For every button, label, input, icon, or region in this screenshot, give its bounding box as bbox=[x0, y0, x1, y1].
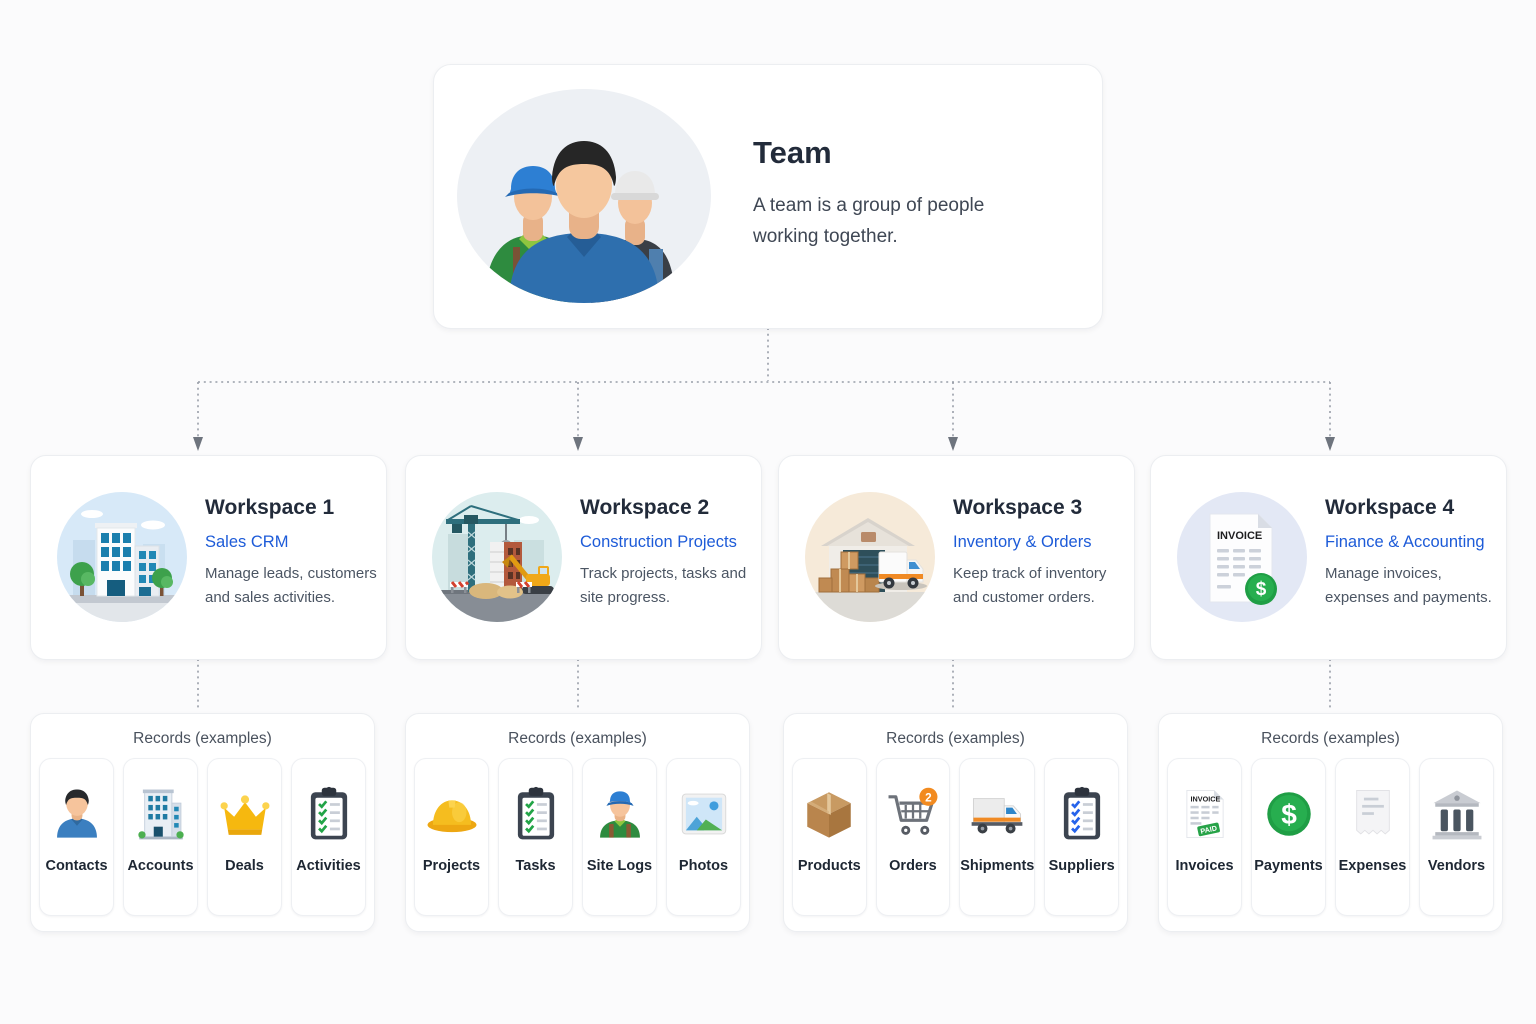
record-tile-projects: Projects bbox=[414, 758, 489, 916]
workspace-4-card: INVOICE $ Workspace 4 Finance & Accounti… bbox=[1150, 455, 1507, 660]
hard-hat-icon bbox=[427, 800, 476, 833]
records-header: Records (examples) bbox=[886, 730, 1025, 747]
workspace-description: Keep track of inventory and customer ord… bbox=[953, 565, 1107, 607]
invoice-dollar-illustration: INVOICE $ bbox=[1177, 492, 1307, 622]
clipboard-checklist-icon bbox=[310, 786, 347, 840]
record-tile-expenses: Expenses bbox=[1335, 758, 1410, 916]
bank-icon bbox=[1432, 790, 1481, 840]
team-card: Team A team is a group of people working… bbox=[433, 64, 1103, 329]
record-tile-photos: Photos bbox=[666, 758, 741, 916]
dollar-glyph: $ bbox=[1281, 799, 1297, 830]
record-label: Photos bbox=[678, 858, 729, 874]
workspace-3-card: Workspace 3 Inventory & Orders Keep trac… bbox=[778, 455, 1135, 660]
box-icon bbox=[807, 792, 852, 838]
delivery-truck-icon bbox=[971, 798, 1023, 834]
workspace-description: Manage leads, customers and sales activi… bbox=[205, 565, 377, 607]
record-tile-contacts: Contacts bbox=[39, 758, 114, 916]
invoice-label: INVOICE bbox=[1217, 530, 1262, 542]
record-tile-deals: Deals bbox=[207, 758, 282, 916]
records-header: Records (examples) bbox=[508, 730, 647, 747]
invoice-paid-icon: INVOICE PAID bbox=[1185, 789, 1224, 839]
workspace-description: Track projects, tasks and site progress. bbox=[580, 565, 747, 607]
workspace-1-card: Workspace 1 Sales CRM Manage leads, cust… bbox=[30, 455, 387, 660]
clipboard-checklist-icon bbox=[517, 786, 554, 840]
crown-icon bbox=[220, 795, 269, 835]
record-label: Products bbox=[797, 858, 861, 874]
record-label: Expenses bbox=[1338, 858, 1407, 874]
record-label: Orders bbox=[889, 858, 937, 874]
office-building-illustration bbox=[57, 492, 187, 622]
record-tile-accounts: Accounts bbox=[123, 758, 198, 916]
workspace-subtitle: Inventory & Orders bbox=[953, 533, 1092, 551]
record-label: Contacts bbox=[45, 858, 108, 874]
record-label: Vendors bbox=[1427, 858, 1486, 874]
worker-icon bbox=[599, 791, 640, 838]
receipt-icon bbox=[1355, 789, 1390, 835]
record-tile-activities: Activities bbox=[291, 758, 366, 916]
record-label: Tasks bbox=[515, 858, 556, 874]
workspace-subtitle: Sales CRM bbox=[205, 533, 289, 551]
record-label: Payments bbox=[1254, 858, 1323, 874]
record-tile-tasks: Tasks bbox=[498, 758, 573, 916]
record-tile-products: Products bbox=[792, 758, 867, 916]
record-label: Projects bbox=[422, 858, 481, 874]
record-tile-shipments: Shipments bbox=[959, 758, 1036, 916]
warehouse-delivery-illustration bbox=[805, 492, 935, 622]
record-tile-site-logs: Site Logs bbox=[582, 758, 657, 916]
office-building-icon bbox=[137, 789, 184, 840]
record-tile-payments: $ Payments bbox=[1251, 758, 1326, 916]
record-label: Activities bbox=[296, 858, 361, 874]
invoice-label: INVOICE bbox=[1190, 794, 1220, 803]
records-card-sales: Records (examples) Contacts bbox=[30, 713, 375, 932]
record-label: Suppliers bbox=[1048, 858, 1115, 874]
shopping-cart-badge-icon: 2 bbox=[888, 787, 938, 835]
team-people-illustration bbox=[457, 89, 711, 303]
record-tile-suppliers: Suppliers bbox=[1044, 758, 1119, 916]
workspace-title: Workspace 2 bbox=[580, 496, 710, 519]
record-label: Accounts bbox=[127, 858, 194, 874]
record-label: Site Logs bbox=[586, 858, 653, 874]
record-tile-vendors: Vendors bbox=[1419, 758, 1494, 916]
dollar-circle-icon: $ bbox=[1266, 792, 1311, 836]
workspace-subtitle: Construction Projects bbox=[580, 533, 737, 551]
team-description: A team is a group of people working toge… bbox=[753, 195, 985, 247]
workspace-title: Workspace 3 bbox=[953, 496, 1083, 519]
record-label: Deals bbox=[225, 858, 264, 874]
record-tile-invoices: INVOICE PAID Invoices bbox=[1167, 758, 1242, 916]
record-label: Shipments bbox=[960, 858, 1035, 874]
records-header: Records (examples) bbox=[1261, 730, 1400, 747]
dollar-glyph: $ bbox=[1256, 579, 1267, 600]
person-icon bbox=[56, 789, 97, 838]
workspace-subtitle: Finance & Accounting bbox=[1325, 533, 1485, 551]
arrowheads bbox=[193, 437, 1335, 451]
record-label: Invoices bbox=[1175, 858, 1234, 874]
orders-count-badge: 2 bbox=[925, 791, 932, 804]
workspace-title: Workspace 4 bbox=[1325, 496, 1455, 519]
records-header: Records (examples) bbox=[133, 730, 272, 747]
records-card-finance: Records (examples) INVOICE PAID bbox=[1158, 713, 1503, 932]
workspace-title: Workspace 1 bbox=[205, 496, 335, 519]
record-tile-orders: 2 Orders bbox=[875, 758, 951, 916]
records-card-inventory: Records (examples) Products bbox=[783, 713, 1128, 932]
paid-stamp: PAID bbox=[1199, 823, 1217, 835]
photo-icon bbox=[681, 793, 726, 835]
records-card-construction: Records (examples) Projects bbox=[405, 713, 750, 932]
construction-site-illustration bbox=[432, 492, 562, 622]
clipboard-checklist-icon bbox=[1063, 786, 1100, 840]
workspace-2-card: Workspace 2 Construction Projects Track … bbox=[405, 455, 762, 660]
workspace-description: Manage invoices, expenses and payments. bbox=[1325, 565, 1492, 607]
team-title: Team bbox=[753, 135, 832, 170]
